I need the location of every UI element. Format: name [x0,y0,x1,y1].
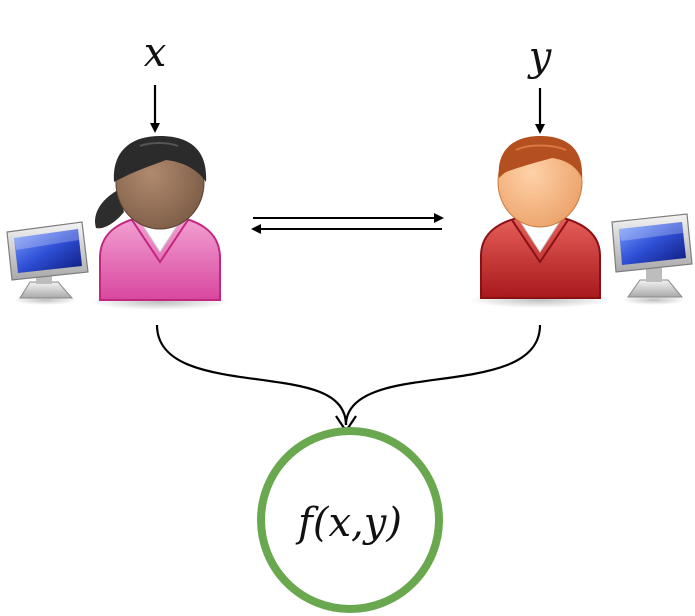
result-label: f(x,y) [295,500,402,546]
person-male-icon [468,136,612,308]
output-curve-right [344,324,542,426]
person-female-icon [90,136,230,310]
input-label-x: x [144,30,167,76]
computer-monitor-icon [611,213,693,305]
result-circle [257,427,443,613]
input-label-y: y [527,34,553,80]
computer-monitor-icon [6,221,89,305]
output-curve-left [155,324,348,426]
